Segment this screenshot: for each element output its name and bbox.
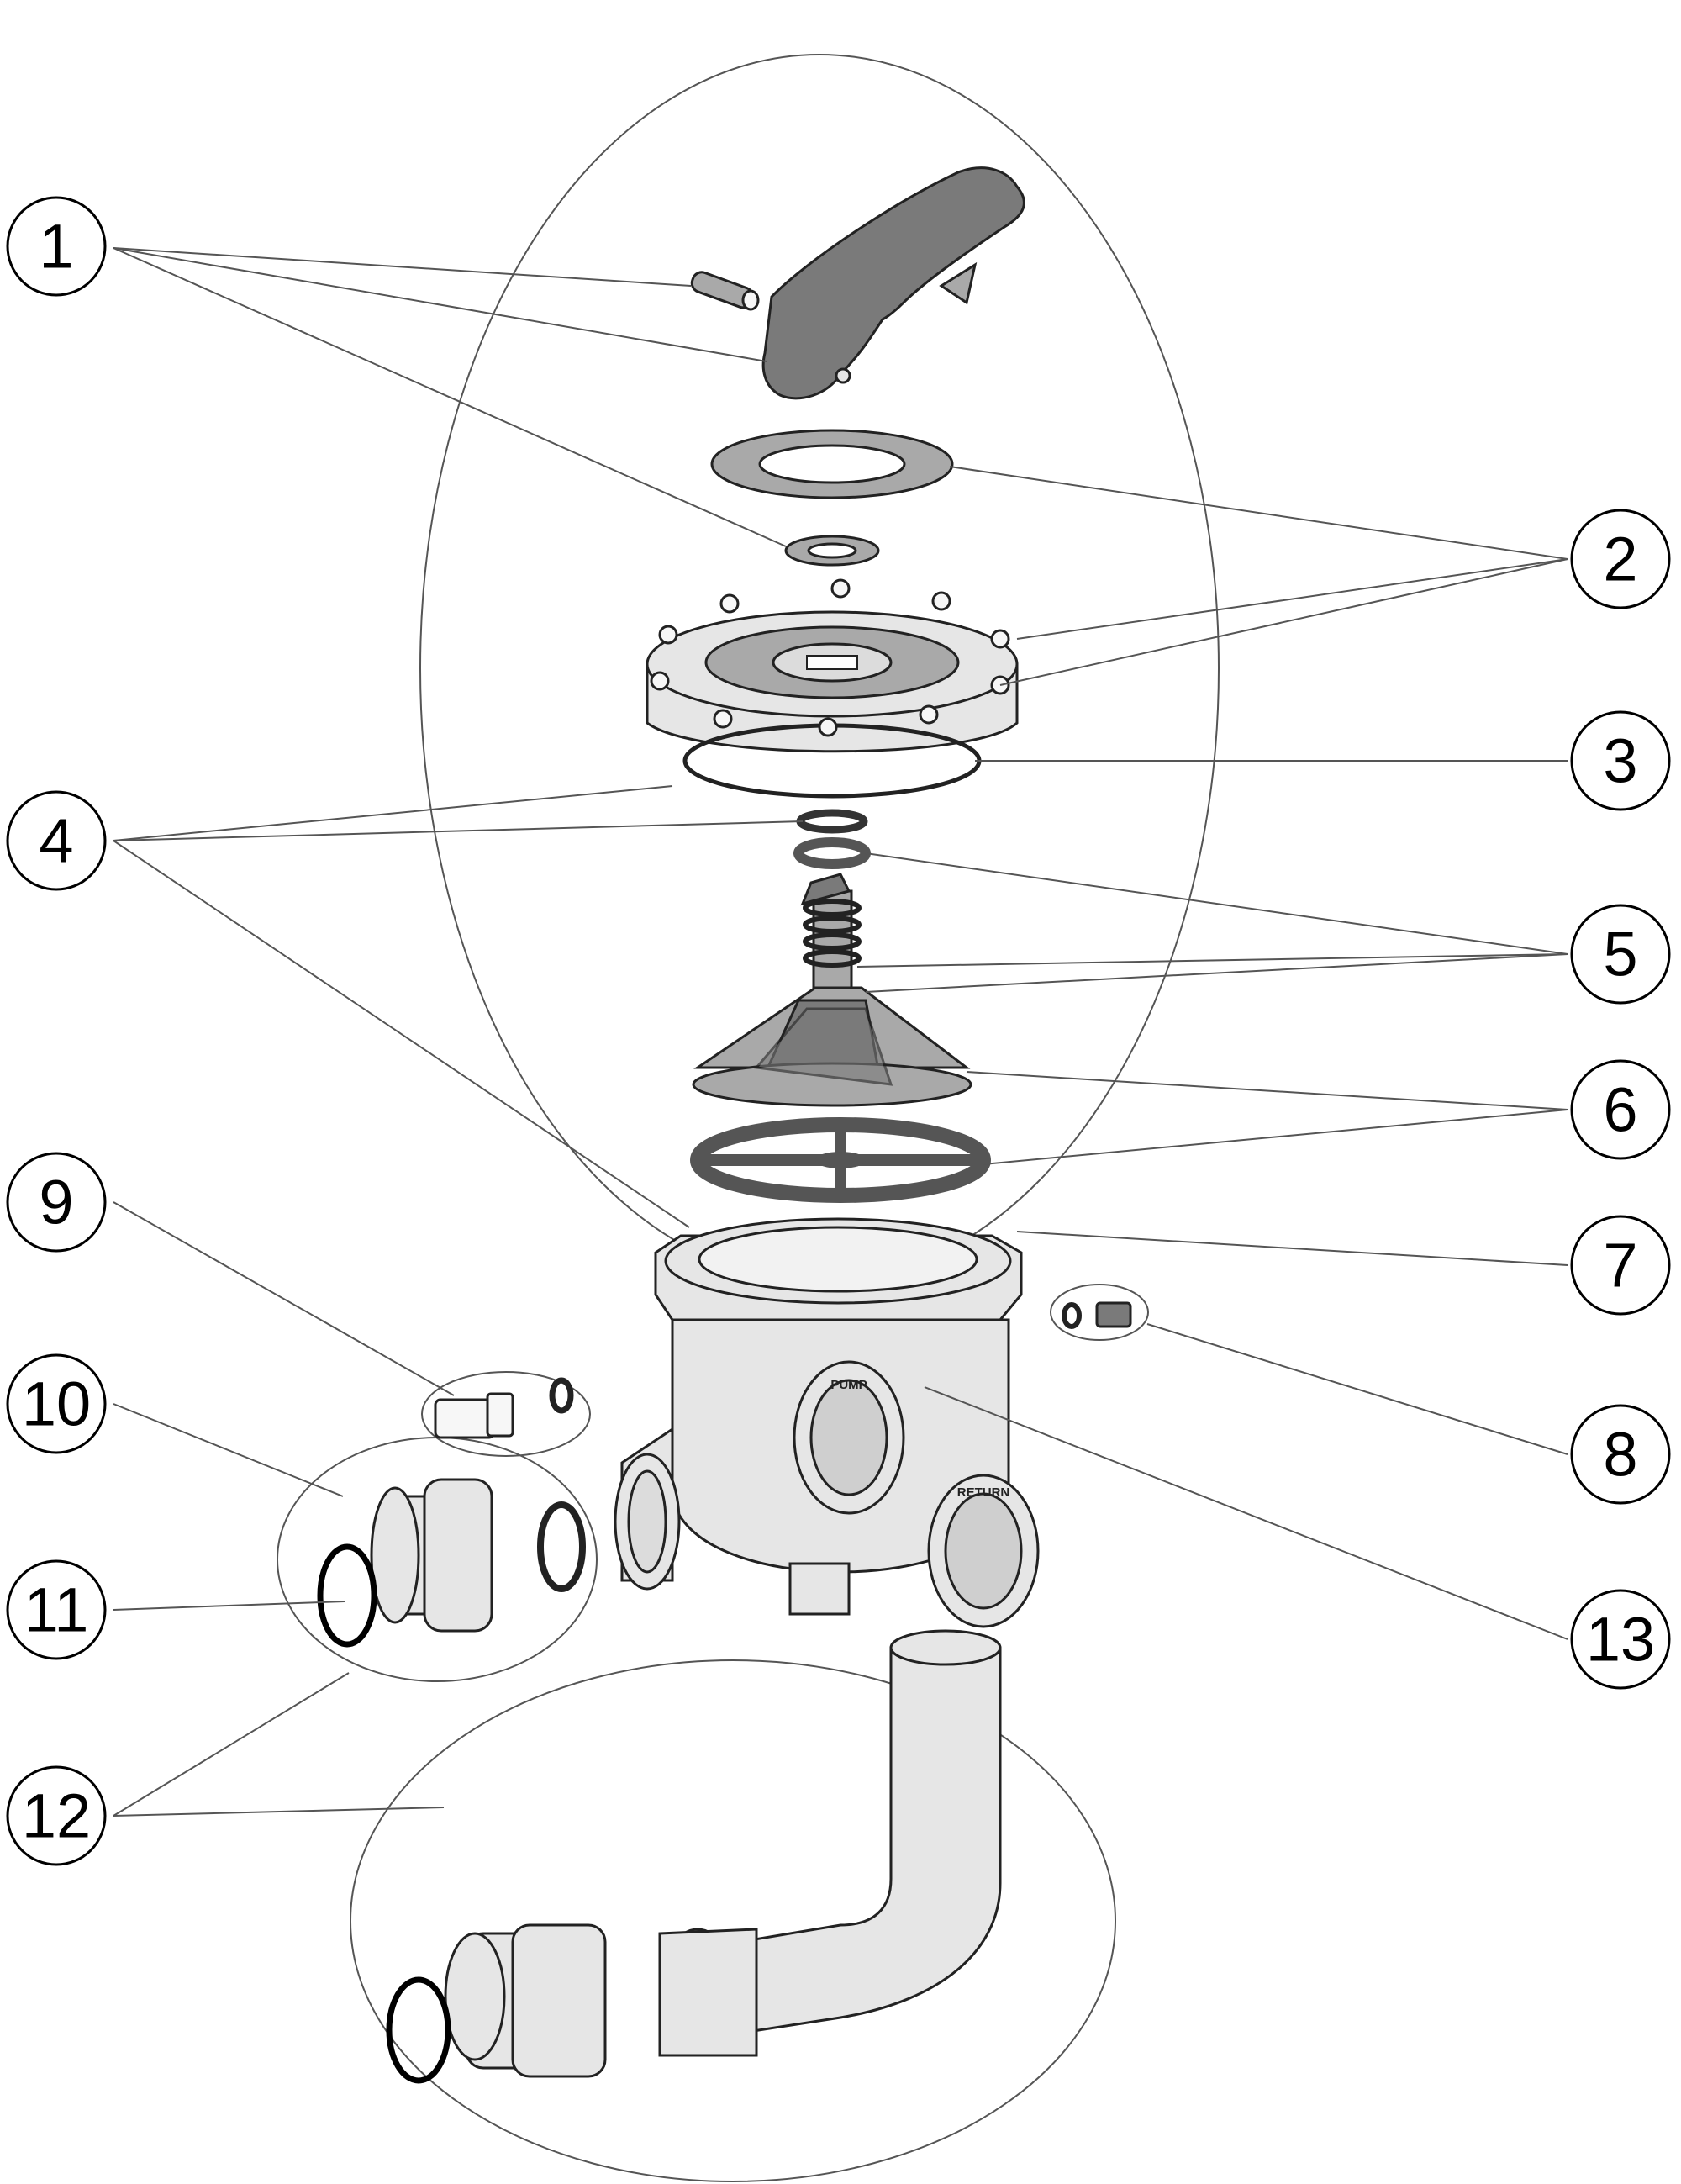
- callout-11: 11: [6, 1559, 107, 1660]
- valve-cover-part: [646, 578, 1019, 799]
- svg-text:6: 6: [1603, 1075, 1637, 1145]
- callout-4: 4: [6, 790, 107, 891]
- pump-port-label: PUMP: [830, 1378, 867, 1392]
- callout-8: 8: [1570, 1404, 1671, 1505]
- svg-text:10: 10: [22, 1369, 91, 1439]
- plug-part: [434, 1377, 574, 1439]
- callout-13: 13: [1570, 1589, 1671, 1690]
- valve-body-part: PUMP RETURN: [614, 1217, 1040, 1628]
- svg-text:8: 8: [1603, 1420, 1637, 1490]
- svg-text:3: 3: [1603, 726, 1637, 796]
- callout-7: 7: [1570, 1215, 1671, 1316]
- callout-3: 3: [1570, 710, 1671, 811]
- handle-part: [761, 166, 1025, 400]
- callout-6: 6: [1570, 1059, 1671, 1160]
- svg-text:12: 12: [22, 1781, 91, 1851]
- callout-1: 1: [6, 196, 107, 297]
- callout-10: 10: [6, 1353, 107, 1454]
- part-9-group-ellipse: [421, 1371, 591, 1457]
- callout-2: 2: [1570, 509, 1671, 609]
- part-8-group-ellipse: [1050, 1284, 1149, 1341]
- callout-12: 12: [6, 1765, 107, 1866]
- svg-text:2: 2: [1603, 525, 1637, 594]
- svg-text:4: 4: [39, 806, 73, 876]
- callout-9: 9: [6, 1152, 107, 1253]
- pipe-group-ellipse: [350, 1659, 1116, 2182]
- svg-text:11: 11: [24, 1575, 89, 1645]
- return-port: RETURN: [927, 1474, 1040, 1628]
- elbow-pipe-part: [658, 1629, 1002, 2057]
- rotor-part: [692, 873, 972, 1107]
- callout-5: 5: [1570, 904, 1671, 1005]
- gaskets-part: [710, 429, 954, 567]
- svg-text:13: 13: [1586, 1605, 1655, 1675]
- return-port-label: RETURN: [957, 1485, 1010, 1500]
- cover-screws: [650, 578, 1010, 737]
- svg-text:5: 5: [1603, 920, 1637, 989]
- svg-text:9: 9: [39, 1168, 73, 1237]
- svg-text:1: 1: [39, 212, 73, 282]
- washers-part: [793, 809, 871, 869]
- handle-pin-part: [690, 271, 760, 311]
- leader-lines: [113, 247, 1568, 1817]
- union-fitting-part: [317, 1478, 586, 1648]
- lower-union-part: [386, 1923, 607, 2084]
- pump-port: PUMP: [793, 1360, 905, 1515]
- drain-plug-part: [1062, 1301, 1132, 1329]
- spider-gasket-part: [690, 1117, 991, 1203]
- svg-text:7: 7: [1603, 1231, 1637, 1300]
